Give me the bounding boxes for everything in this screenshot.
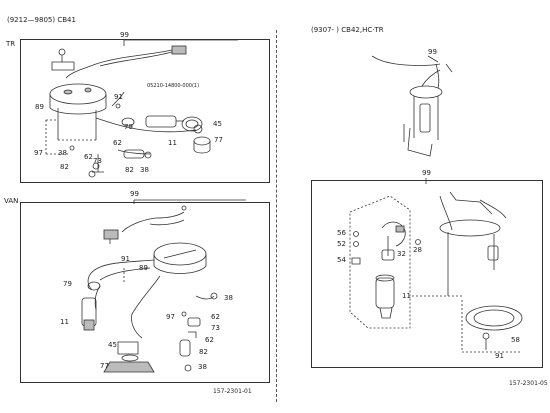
tr-section-label: TR: [6, 40, 16, 48]
tr-callout-82a: 82: [60, 163, 69, 171]
right-callout-54: 54: [337, 256, 346, 264]
van-callout-77: 77: [100, 362, 109, 370]
tr-assembly-number: 99: [120, 31, 129, 39]
tr-callout-91: 91: [114, 93, 123, 101]
tr-callout-77: 77: [214, 136, 223, 144]
right-callout-56: 56: [337, 229, 346, 237]
van-callout-38a: 38: [224, 294, 233, 302]
right-parts-frame: [311, 180, 543, 368]
right-callout-91: 91: [495, 352, 504, 360]
tr-callout-62a: 62: [113, 139, 122, 147]
tr-callout-79: 79: [124, 123, 133, 131]
tr-parts-frame: [20, 39, 270, 183]
van-assembly-number: 99: [130, 190, 139, 198]
tr-callout-45: 45: [213, 120, 222, 128]
tr-callout-82b: 82: [125, 166, 134, 174]
right-callout-58: 58: [511, 336, 520, 344]
van-callout-45: 45: [108, 341, 117, 349]
tr-callout-38a: 38: [58, 149, 67, 157]
van-callout-97: 97: [166, 313, 175, 321]
van-callout-79: 79: [63, 280, 72, 288]
tr-callout-73: 73: [93, 157, 102, 165]
right-callout-28: 28: [413, 246, 422, 254]
tr-callout-38b: 38: [140, 166, 149, 174]
van-callout-82: 82: [199, 348, 208, 356]
van-parts-frame: [20, 202, 270, 383]
left-figure-code: 157-2301-01: [213, 388, 252, 395]
tr-callout-62b: 62: [84, 153, 93, 161]
right-callout-52: 52: [337, 240, 346, 248]
tr-callout-89: 89: [35, 103, 44, 111]
tr-part-number-note: 05210-14800-000(1): [147, 83, 200, 89]
van-callout-11: 11: [60, 318, 69, 326]
van-callout-38b: 38: [198, 363, 207, 371]
right-lower-assembly-number: 99: [422, 169, 431, 177]
right-callout-11: 11: [402, 292, 411, 300]
right-figure-code: 157-2301-05: [509, 380, 548, 387]
van-callout-89: 89: [139, 264, 148, 272]
right-header: (9307- ) CB42,HC·TR: [311, 26, 384, 34]
left-header: (9212—9805) CB41: [7, 16, 76, 24]
tr-callout-97: 97: [34, 149, 43, 157]
right-callout-32: 32: [397, 250, 406, 258]
van-callout-91: 91: [121, 255, 130, 263]
tr-callout-11: 11: [168, 139, 177, 147]
van-callout-62a: 62: [211, 313, 220, 321]
van-section-label: VAN: [4, 197, 19, 205]
right-upper-assembly-number: 99: [428, 48, 437, 56]
van-callout-73: 73: [211, 324, 220, 332]
column-divider: [276, 30, 277, 402]
van-callout-62b: 62: [205, 336, 214, 344]
